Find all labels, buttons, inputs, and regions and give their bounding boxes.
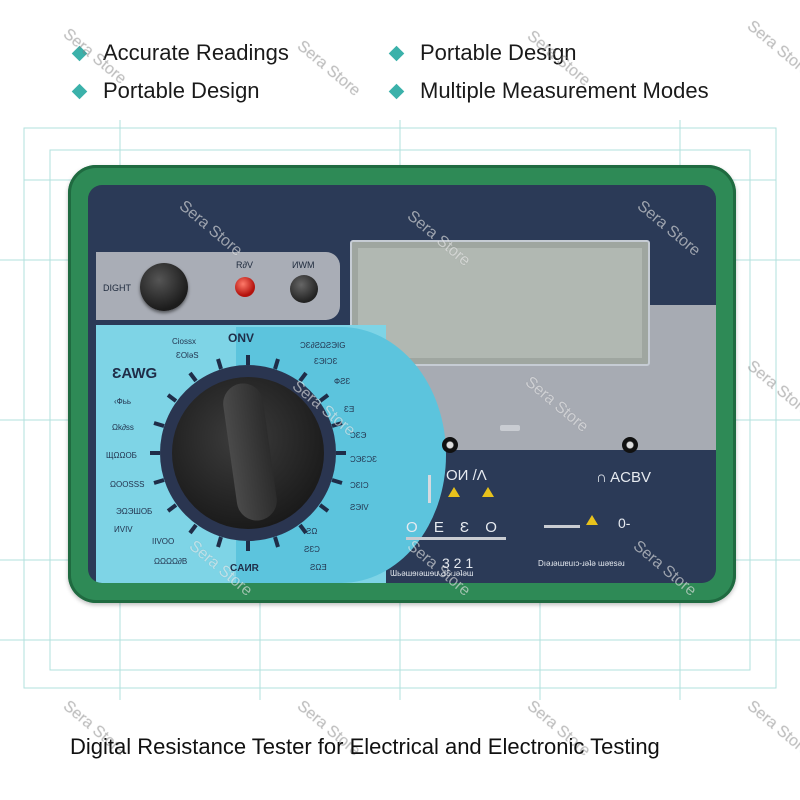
slot-indicator <box>500 425 520 431</box>
power-button[interactable] <box>140 263 188 311</box>
dial-option-label: ƧΩƎ <box>310 563 327 572</box>
dial-option-label: ЩΩΩОБ <box>106 451 137 460</box>
feature-item: Portable Design <box>71 78 260 104</box>
dial-title: ƐAWG <box>112 365 158 382</box>
panel-grey-section <box>643 305 716 365</box>
feature-label: Multiple Measurement Modes <box>420 78 709 103</box>
feature-list: Accurate Readings Portable Design Portab… <box>0 0 800 120</box>
key-underline <box>544 525 580 528</box>
mode-indicator: ∩ ACBV <box>596 469 651 486</box>
divider <box>428 475 431 503</box>
dial-option-label: ΩOOSSS <box>110 480 145 489</box>
dial-option-label: ƧΩ <box>306 527 318 536</box>
dial-option-label: ƐOlǝS <box>176 351 199 360</box>
dial-option-label: ƐЭIƆƐ <box>314 357 338 366</box>
probe-jack-icon[interactable] <box>442 437 458 453</box>
diamond-bullet-icon <box>71 83 88 99</box>
warning-icon <box>448 487 460 497</box>
led-label: R∂V <box>236 260 253 270</box>
dial-option-label: ƆƐЭ <box>350 431 367 440</box>
dial-option-label: ƆЭƐƆƐ <box>350 455 377 464</box>
dial-option-label: ƐƎ <box>344 405 355 414</box>
lcd-screen <box>358 248 642 358</box>
warning-icon <box>482 487 494 497</box>
dial-option-label: IIVOO <box>152 537 175 546</box>
hold-button[interactable] <box>290 275 318 303</box>
dial-option-label: Ωk∂ss <box>112 423 134 432</box>
probe-jack-icon[interactable] <box>622 437 638 453</box>
diamond-bullet-icon <box>388 45 405 61</box>
dial-option-label: ЭΩЭШОБ <box>116 507 153 516</box>
indicator-led-icon <box>235 277 255 297</box>
product-caption: Digital Resistance Tester for Electrical… <box>70 734 660 759</box>
feature-item: Portable Design <box>388 40 577 66</box>
feature-item: Multiple Measurement Modes <box>388 78 709 104</box>
dial-option-label: ‹Фьь <box>114 397 132 406</box>
dial-option-label: ƆƐIƆ <box>350 481 369 490</box>
feature-label: Portable Design <box>420 40 577 65</box>
key-underline <box>406 537 506 540</box>
key-labels: О Е Ɛ О <box>406 519 503 536</box>
control-panel: DIGHT R∂V ИWM <box>88 185 716 583</box>
diamond-bullet-icon <box>388 83 405 99</box>
button-label: DIGHT <box>103 283 131 293</box>
dial-top-label: ONV <box>228 331 255 345</box>
footer-label: Ɯьəшɘıəшɘu ԀƐ ɹəʇəɯ <box>390 569 474 578</box>
key-label: 0- <box>618 515 631 531</box>
footer-label: Dıǝɹəɯɐuıɔ-ɹǝʇǝ ɯǝɐsǝɹ <box>538 559 625 568</box>
resistance-tester-device: DIGHT R∂V ИWM <box>68 165 736 603</box>
dial-option-label: ФƧƐ <box>334 377 351 386</box>
dial-option-label: ƧЭIV <box>350 503 369 512</box>
feature-label: Portable Design <box>103 78 260 103</box>
button-label: ИWM <box>292 260 315 270</box>
dial-option-label: ИVIV <box>114 525 133 534</box>
dial-option-label: ƧƐƆ <box>304 545 320 554</box>
warning-icon <box>586 515 598 525</box>
dial-tick-marks <box>150 355 346 551</box>
key-numbers: 3 2 1 <box>442 555 474 571</box>
mode-indicator: ОИ /Λ <box>446 467 487 484</box>
feature-item: Accurate Readings <box>71 40 289 66</box>
dial-bottom-label: CAИR <box>230 563 259 574</box>
dial-option-label: Ciossx <box>172 337 197 346</box>
lcd-display <box>350 240 650 366</box>
feature-label: Accurate Readings <box>103 40 289 65</box>
dial-option-label: ƆƐ∂ƧΩƧЭIG <box>300 341 346 350</box>
dial-option-label: ΩΩΩΩ∂B <box>154 557 188 566</box>
